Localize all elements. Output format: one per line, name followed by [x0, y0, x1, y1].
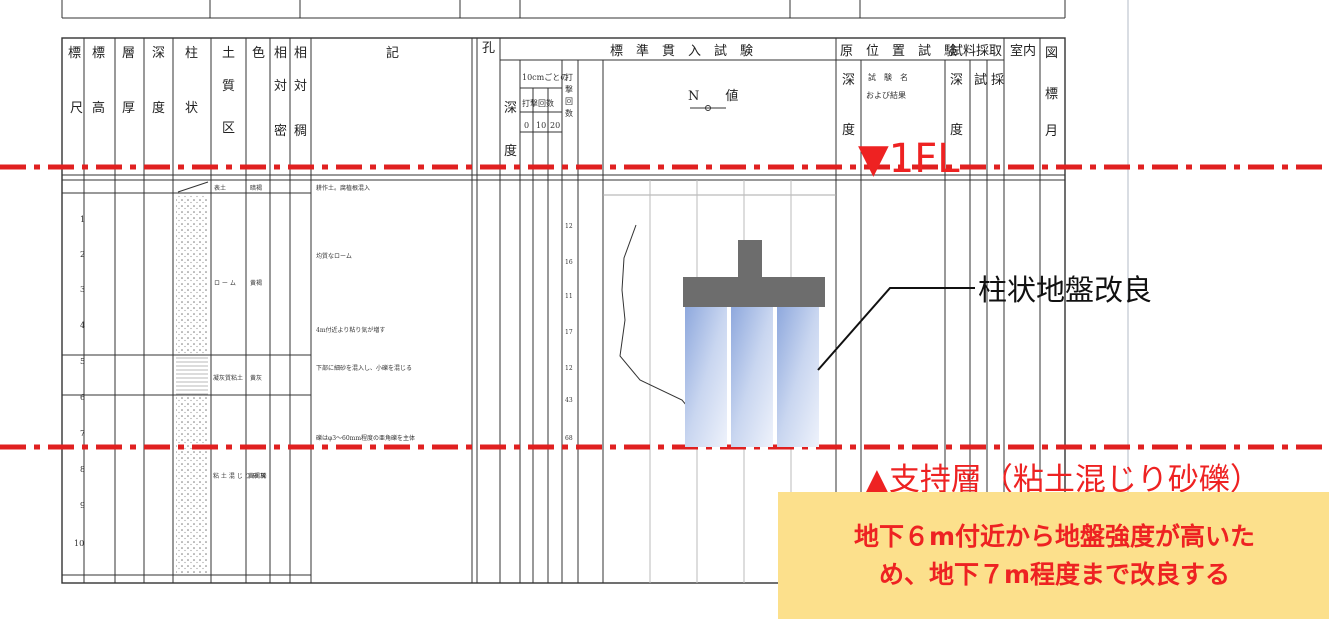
depth-7: 7: [80, 429, 85, 438]
depth-9: 9: [80, 501, 85, 510]
svg-text:月: 月: [1045, 124, 1058, 139]
svg-text:記: 記: [386, 45, 399, 61]
svg-text:撃: 撃: [565, 84, 573, 94]
n-value-5: 12: [565, 365, 573, 372]
svg-text:標: 標: [92, 46, 105, 61]
svg-text:試 験 名: 試 験 名: [868, 72, 908, 82]
svg-text:打撃回数: 打撃回数: [522, 98, 554, 108]
desc-1: 耕作土。腐植根混入: [316, 184, 370, 192]
n-value-1: 12: [565, 223, 573, 230]
note-line-2: め、地下７m程度まで改良する: [878, 559, 1231, 589]
depth-4: 4: [80, 321, 85, 330]
depth-scale: 1 2 3 4 5 6 7 8 9 10: [74, 215, 85, 548]
desc-3: 4m付近より粘り気が増す: [316, 326, 385, 334]
log-table-frame: [61, 37, 1066, 584]
n-value-3: 11: [565, 293, 573, 300]
svg-text:高: 高: [92, 100, 105, 116]
svg-text:状: 状: [185, 101, 198, 116]
n-value-plot: [619, 224, 713, 437]
svg-text:対: 対: [294, 79, 307, 94]
note-text: 地下６m付近から地盤強度が高いた め、地下７m程度まで改良する: [778, 492, 1329, 619]
svg-text:図: 図: [1045, 46, 1058, 61]
svg-text:試: 試: [974, 72, 987, 88]
svg-text:稠: 稠: [294, 124, 307, 139]
n-value-7: 68: [565, 435, 573, 442]
depth-2: 2: [80, 250, 85, 259]
svg-text:0: 0: [524, 121, 529, 130]
layer-color-2: 黄褐: [250, 279, 262, 287]
depth-6: 6: [80, 393, 85, 402]
depth-8: 8: [80, 465, 85, 474]
svg-text:度: 度: [504, 143, 517, 159]
svg-text:打: 打: [565, 72, 573, 82]
svg-text:色: 色: [252, 45, 265, 61]
svg-text:質: 質: [222, 79, 235, 94]
svg-text:孔: 孔: [482, 41, 495, 56]
svg-text:土: 土: [222, 46, 235, 61]
header-labels: 標 標 層 深 柱 土 色 相 相 記 孔 標 準 貫 入 試 験 原 位 置 …: [68, 41, 1058, 159]
note-box: 地下６m付近から地盤強度が高いた め、地下７m程度まで改良する: [778, 492, 1329, 619]
layer-name-2: ロ ー ム: [214, 280, 236, 287]
pile-illustration: [683, 240, 825, 447]
layer-name-3: 凝灰質粘土: [213, 374, 243, 382]
columnar-section: [176, 181, 209, 575]
desc-2: 均質なローム: [316, 252, 352, 260]
desc-4: 下部に細砂を混入し、小礫を混じる: [316, 364, 412, 372]
svg-text:20: 20: [550, 121, 560, 130]
note-line-1: 地下６m付近から地盤強度が高いた: [853, 521, 1256, 551]
svg-text:深: 深: [504, 101, 517, 116]
svg-text:原 位 置 試 験: 原 位 置 試 験: [840, 43, 957, 59]
svg-text:標: 標: [68, 46, 81, 61]
fl-label: ▼1FL: [858, 136, 960, 182]
pile-label: 柱状地盤改良: [978, 273, 1152, 307]
n-value-2: 16: [565, 259, 573, 266]
svg-text:標 準 貫 入 試 験: 標 準 貫 入 試 験: [610, 43, 753, 59]
depth-3: 3: [80, 285, 85, 294]
svg-text:度: 度: [950, 122, 963, 138]
svg-text:層: 層: [122, 46, 135, 61]
svg-text:度: 度: [152, 100, 165, 116]
svg-text:および結果: および結果: [866, 90, 906, 100]
svg-text:数: 数: [565, 108, 573, 118]
layer-color-4: 黄褐灰: [248, 472, 266, 480]
svg-text:試料採取: 試料採取: [950, 43, 1002, 59]
svg-text:度: 度: [842, 122, 855, 138]
top-header-strip: [61, 0, 1066, 19]
svg-text:標: 標: [1045, 87, 1058, 102]
pile-leader-line: [817, 287, 975, 371]
svg-text:採: 採: [991, 73, 1004, 88]
layer-color-1: 暗褐: [250, 184, 262, 192]
svg-text:深: 深: [950, 73, 963, 88]
svg-text:相: 相: [294, 46, 307, 61]
svg-text:深: 深: [152, 46, 165, 61]
layer-name-1: 表土: [214, 184, 226, 192]
layer-color-3: 黄灰: [250, 374, 262, 382]
svg-text:相: 相: [274, 46, 287, 61]
svg-text:回: 回: [565, 97, 573, 106]
svg-text:尺: 尺: [70, 101, 83, 116]
svg-text:N 値: N 値: [688, 88, 738, 104]
soil-layer-names: 表土 暗褐 ロ ー ム 黄褐 凝灰質粘土 黄灰 粘 土 混 じ り 砂 礫 黄褐…: [213, 184, 266, 480]
svg-text:密: 密: [274, 123, 287, 139]
depth-10: 10: [74, 539, 84, 548]
svg-text:厚: 厚: [122, 101, 135, 116]
depth-5: 5: [80, 357, 85, 366]
n-value-4: 17: [565, 329, 573, 336]
depth-1: 1: [80, 215, 85, 224]
layer-name-4: 粘 土 混 じ り 砂 礫: [213, 472, 266, 480]
svg-text:深: 深: [842, 73, 855, 88]
n-value-6: 43: [565, 397, 573, 404]
svg-text:区: 区: [222, 121, 235, 136]
svg-text:10cmごとの: 10cmごとの: [522, 72, 568, 82]
svg-text:室内: 室内: [1010, 43, 1036, 59]
desc-5: 礫はφ3〜60mm程度の亜角礫を主体: [316, 434, 415, 442]
svg-text:10: 10: [536, 121, 546, 130]
svg-text:対: 対: [274, 79, 287, 94]
descriptions: 耕作土。腐植根混入 均質なローム 4m付近より粘り気が増す 下部に細砂を混入し、…: [316, 184, 415, 442]
n-value-column: 12 16 11 17 12 43 68: [565, 223, 573, 442]
svg-text:柱: 柱: [185, 46, 198, 61]
